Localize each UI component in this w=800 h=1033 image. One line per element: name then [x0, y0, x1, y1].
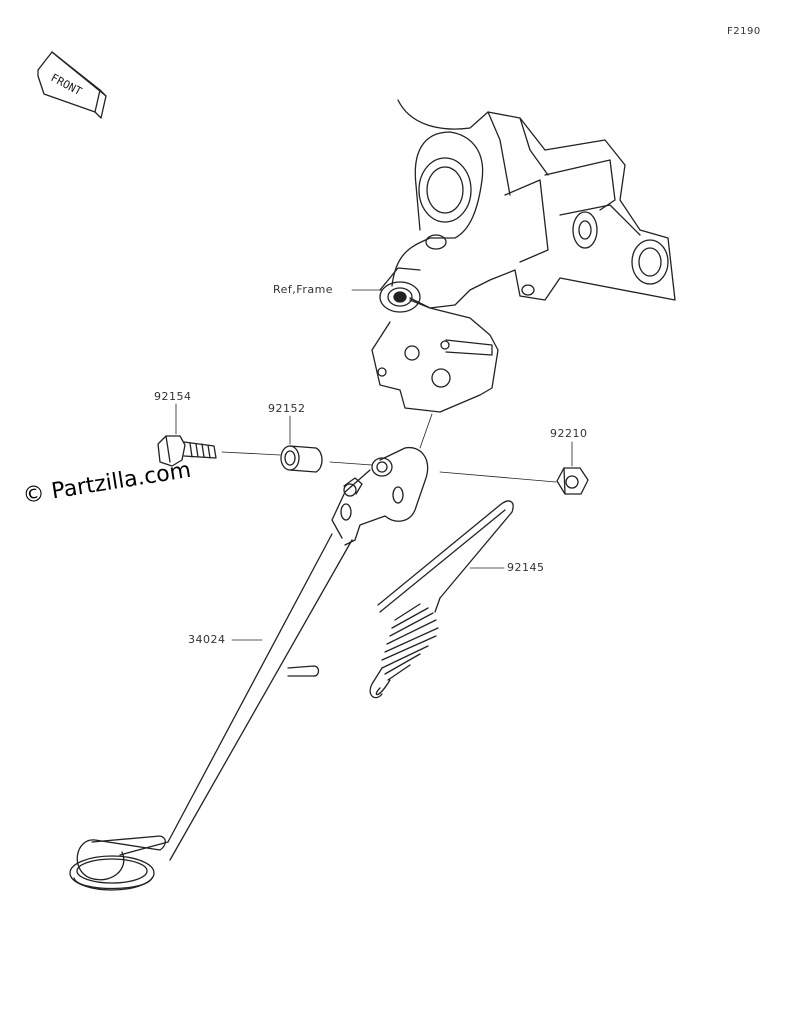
collar-92152 — [280, 445, 323, 473]
callout-leaders — [175, 289, 573, 641]
frame-reference — [371, 99, 676, 413]
nut-92210 — [556, 467, 589, 495]
callout-92154: 92154 — [154, 390, 192, 403]
callout-92152: 92152 — [268, 402, 306, 415]
callout-ref-frame: Ref,Frame — [273, 283, 334, 296]
callout-92145: 92145 — [507, 561, 545, 574]
bolt-92154 — [157, 435, 217, 467]
front-arrow-badge: FRONT — [37, 51, 107, 119]
callout-34024: 34024 — [188, 633, 226, 646]
callout-92210: 92210 — [550, 427, 588, 440]
figure-code: F2190 — [727, 26, 761, 37]
spring-92145 — [369, 500, 514, 699]
side-stand-34024 — [69, 446, 429, 891]
